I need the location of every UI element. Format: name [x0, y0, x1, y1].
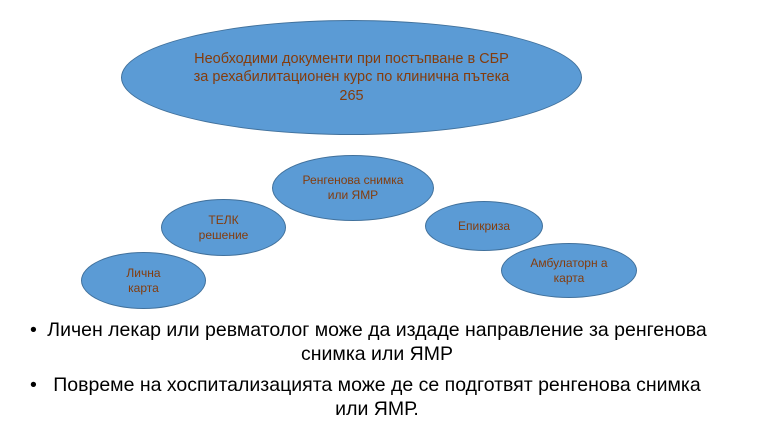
bullet-marker: • — [30, 319, 37, 341]
node-epikriza-label: Епикриза — [457, 218, 510, 233]
node-rentgen-label: Ренгенова снимка или ЯМР — [302, 173, 404, 202]
title-text: Необходими документи при постъпване в СБ… — [193, 51, 510, 104]
node-ambulatorna-karta-label: Амбулаторн а карта — [530, 255, 608, 285]
node-lichna-karta: Лична карта — [81, 252, 206, 309]
bullet-item: • Личен лекар или ревматолог може да изд… — [30, 318, 750, 366]
node-lichna-karta-label: Лична карта — [126, 265, 161, 295]
node-telk-label: ТЕЛК решение — [198, 212, 249, 242]
bullet-marker: • — [30, 374, 37, 396]
node-ambulatorna-karta: Амбулаторн а карта — [501, 243, 637, 298]
bullet-list: • Личен лекар или ревматолог може да изд… — [30, 318, 750, 428]
bullet-text: Повреме на хоспитализацията може де се п… — [53, 374, 701, 420]
bullet-item: • Повреме на хоспитализацията може де се… — [30, 373, 750, 421]
title-ellipse: Необходими документи при постъпване в СБ… — [121, 20, 582, 135]
node-epikriza: Епикриза — [425, 201, 543, 251]
node-rentgen: Ренгенова снимка или ЯМР — [272, 155, 434, 221]
bullet-text: Личен лекар или ревматолог може да издад… — [47, 319, 707, 365]
node-telk: ТЕЛК решение — [161, 199, 286, 256]
